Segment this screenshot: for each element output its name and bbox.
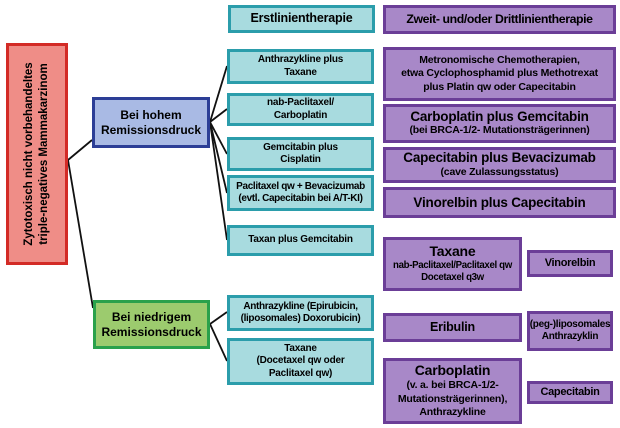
therapy-metronomische-chemotherapien: Metronomische Chemotherapien, etwa Cyclo… [383,47,616,101]
therapy-taxane-docetaxel-paclitaxel: Taxane (Docetaxel qw oder Paclitaxel qw) [227,338,374,385]
header-later-line-therapy: Zweit- und/oder Drittlinientherapie [383,5,616,34]
therapy-gemcitabin-cisplatin: Gemcitabin plus Cisplatin [227,137,374,171]
branch-low-remission-pressure: Bei niedrigem Remissionsdruck [93,300,210,349]
therapy-capecitabin-bevacizumab: Capecitabin plus Bevacizumab (cave Zulas… [383,147,616,183]
therapy-vinorelbin-capecitabin: Vinorelbin plus Capecitabin [383,187,616,218]
therapy-anthrazykline-epirubicin-doxorubicin: Anthrazykline (Epirubicin, (liposomales)… [227,295,374,331]
therapy-anthrazykline-taxane: Anthrazykline plus Taxane [227,49,374,84]
header-first-line-therapy: Erstlinientherapie [228,5,375,33]
branch-high-label: Bei hohem Remissionsdruck [100,107,202,137]
branch-high-remission-pressure: Bei hohem Remissionsdruck [92,97,210,148]
therapy-taxan-gemcitabin: Taxan plus Gemcitabin [227,225,374,256]
root-node-label: Zytotoxisch nicht vorbehandeltes triple-… [23,62,50,246]
therapy-carboplatin-brca: Carboplatin (v. a. bei BRCA-1/2- Mutatio… [383,358,522,424]
therapy-carboplatin-gemcitabin: Carboplatin plus Gemcitabin (bei BRCA-1/… [383,104,616,143]
option-vinorelbin: Vinorelbin [527,250,613,277]
branch-low-label: Bei niedrigem Remissionsdruck [101,309,202,339]
therapy-paclitaxel-bevacizumab: Paclitaxel qw + Bevacizumab (evtl. Capec… [227,175,374,211]
therapy-eribulin: Eribulin [383,313,522,342]
therapy-taxane-group: Taxane nab-Paclitaxel/Paclitaxel qw Doce… [383,237,522,291]
therapy-nab-paclitaxel-carboplatin: nab-Paclitaxel/ Carboplatin [227,93,374,126]
root-node [6,43,68,265]
option-peg-liposomales-anthrazyklin: (peg-)liposomales Anthrazyklin [527,311,613,351]
header-first-line-label: Erstlinientherapie [250,11,353,26]
option-capecitabin: Capecitabin [527,381,613,404]
header-later-line-label: Zweit- und/oder Drittlinientherapie [406,11,593,26]
